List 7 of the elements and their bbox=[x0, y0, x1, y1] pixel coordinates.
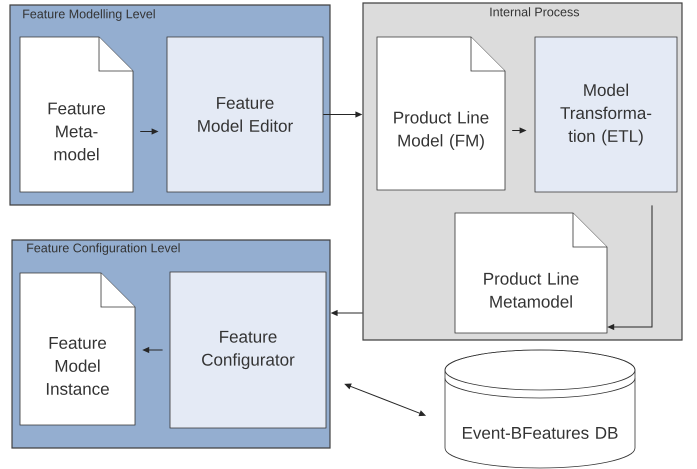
process-box: Model Transforma-tion (ETL) bbox=[534, 36, 678, 192]
database-cylinder: Event-BFeatures DB bbox=[444, 350, 636, 468]
process-box: Feature Configurator bbox=[170, 272, 326, 428]
process-box: Feature Model Editor bbox=[166, 36, 324, 192]
group-heading: Feature Modelling Level bbox=[23, 9, 155, 21]
group-heading: Internal Process bbox=[490, 7, 580, 16]
group-heading: Feature Configuration Level bbox=[27, 243, 180, 255]
